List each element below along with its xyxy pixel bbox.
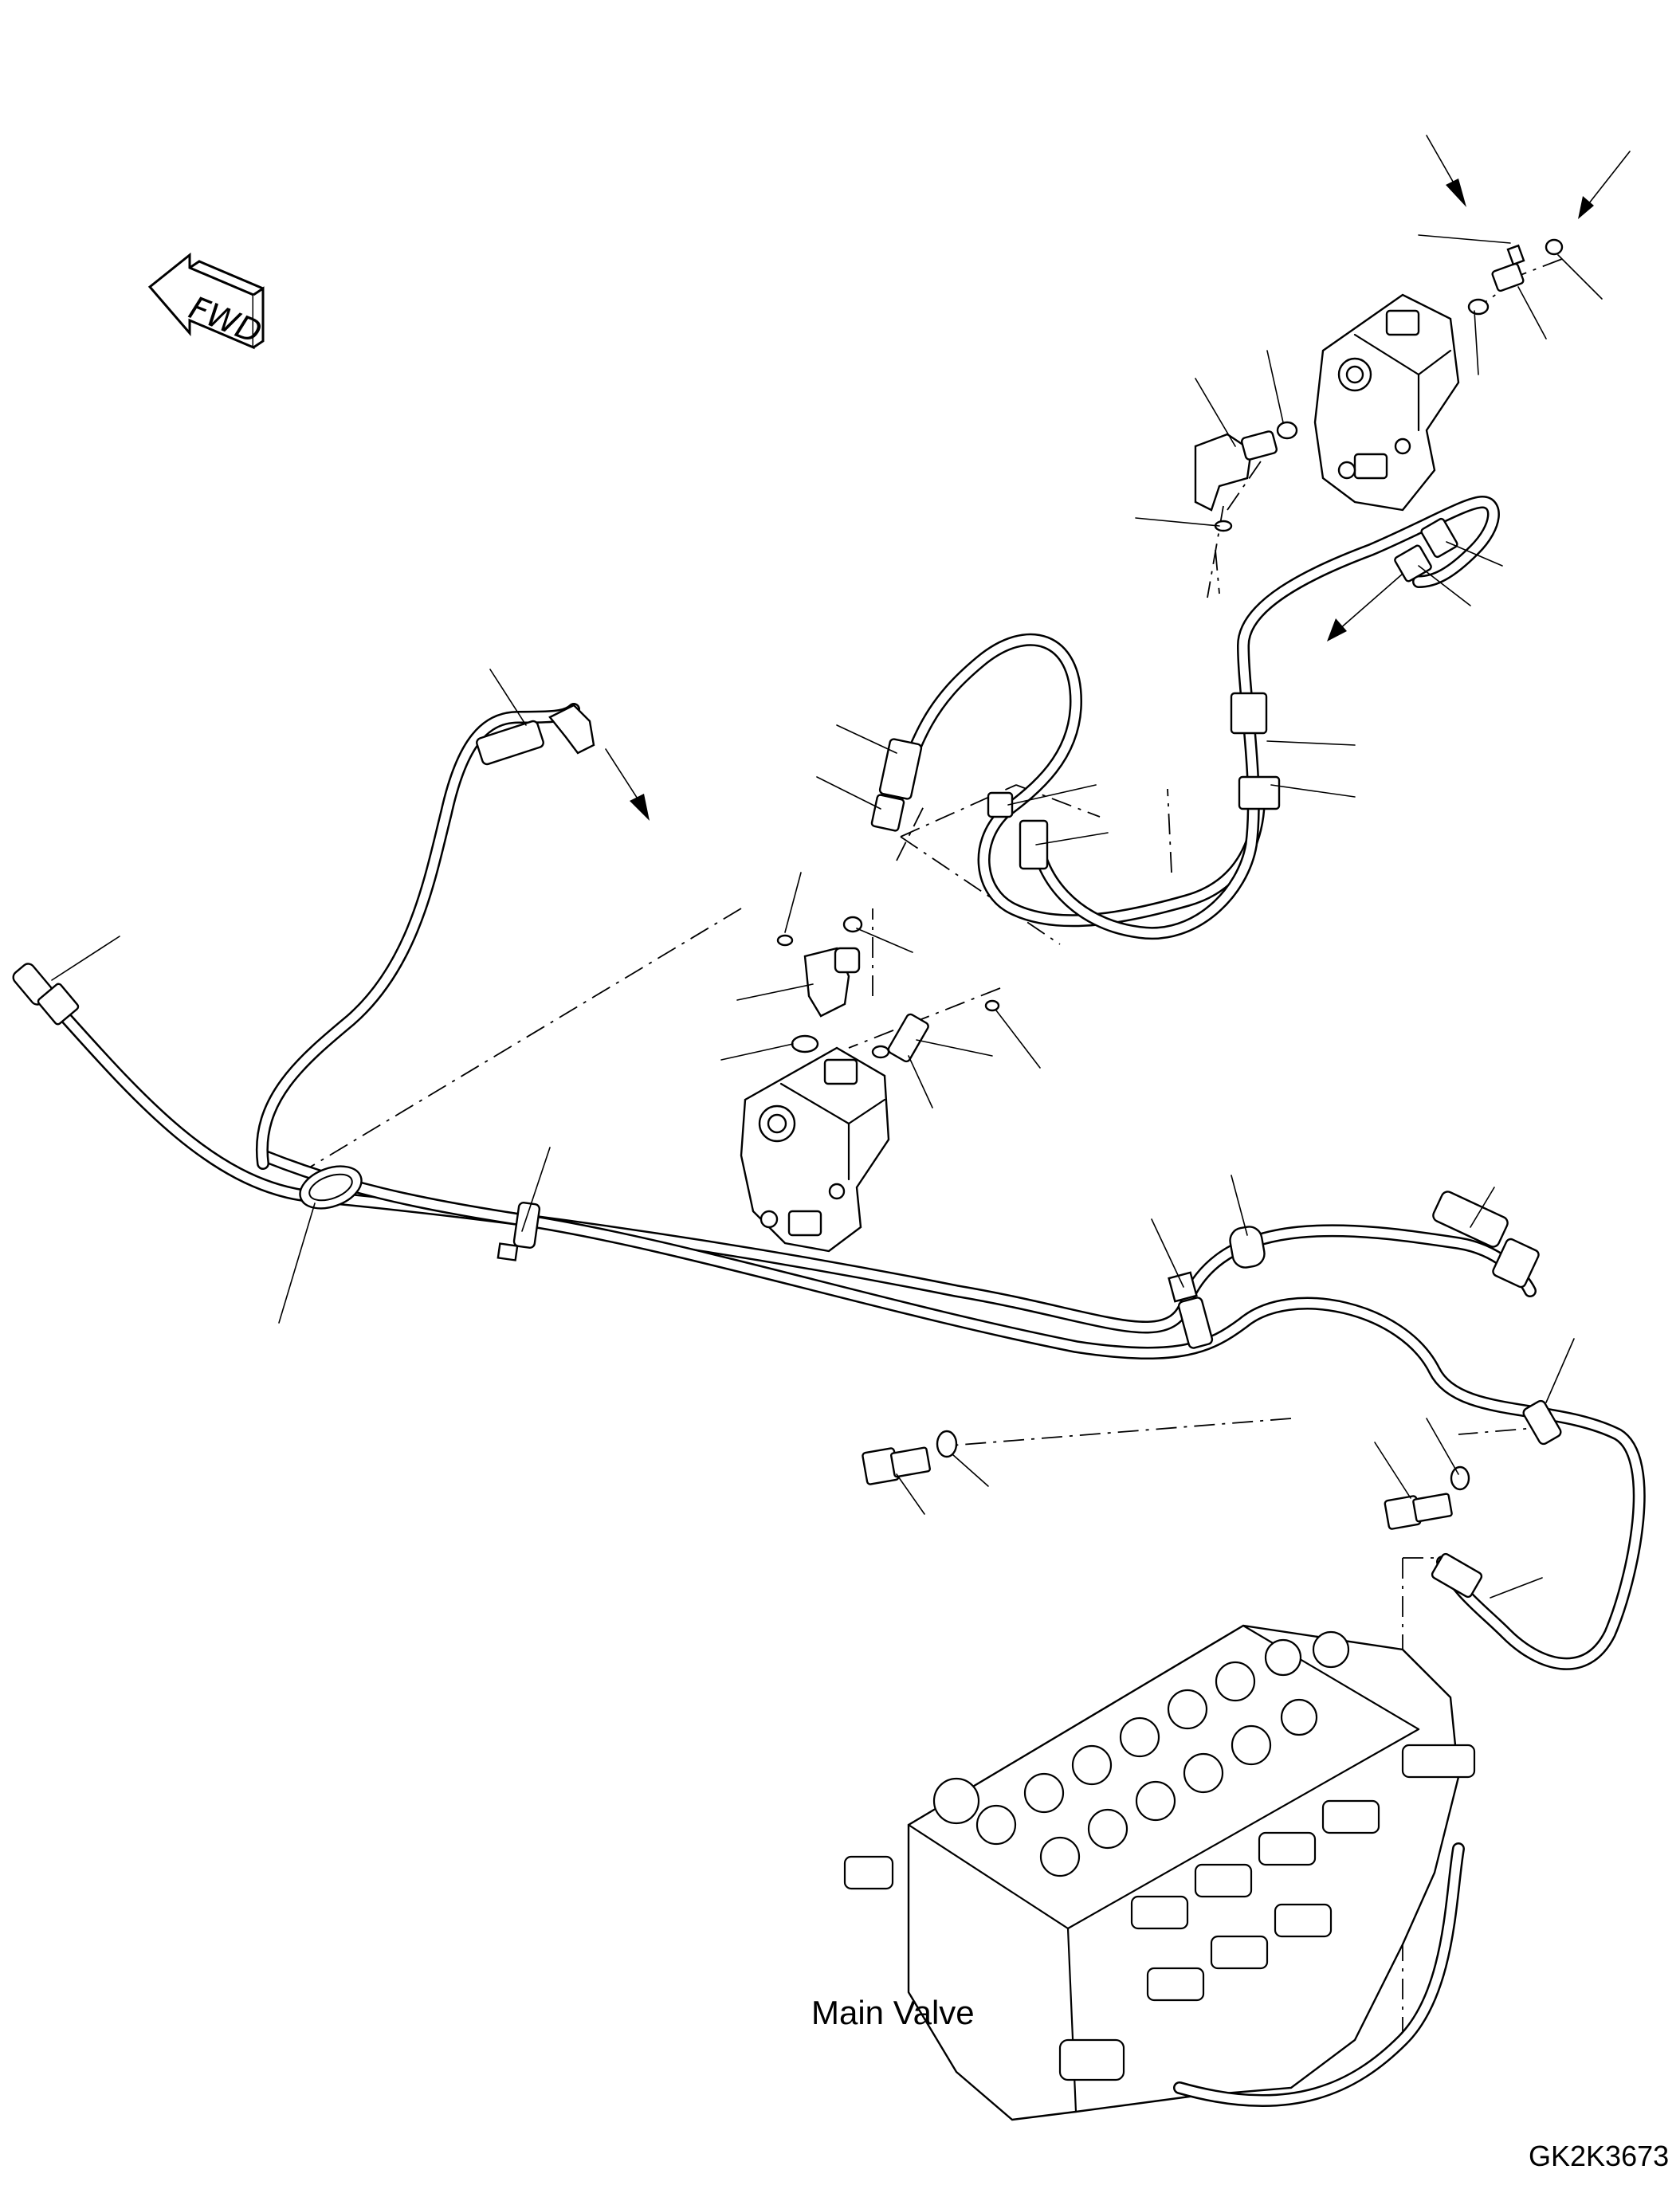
pilot-valve-lower xyxy=(740,1046,890,1253)
main-valve xyxy=(843,1624,1476,2121)
center-fittings xyxy=(776,916,1000,1063)
fwd-arrow-icon: FWD xyxy=(147,252,269,351)
hose-fittings xyxy=(12,517,1540,1599)
main-valve-label: Main Valve xyxy=(811,1994,975,2031)
callout-leaders xyxy=(51,234,1603,1599)
hose-clamps xyxy=(299,1165,1562,1446)
direction-arrows xyxy=(605,135,1631,821)
bolts-and-washers xyxy=(862,1226,1470,1530)
drawing-code: GK2K3673 xyxy=(1529,2140,1670,2172)
pilot-valve-upper xyxy=(1313,293,1460,512)
top-right-fittings xyxy=(1194,238,1564,532)
